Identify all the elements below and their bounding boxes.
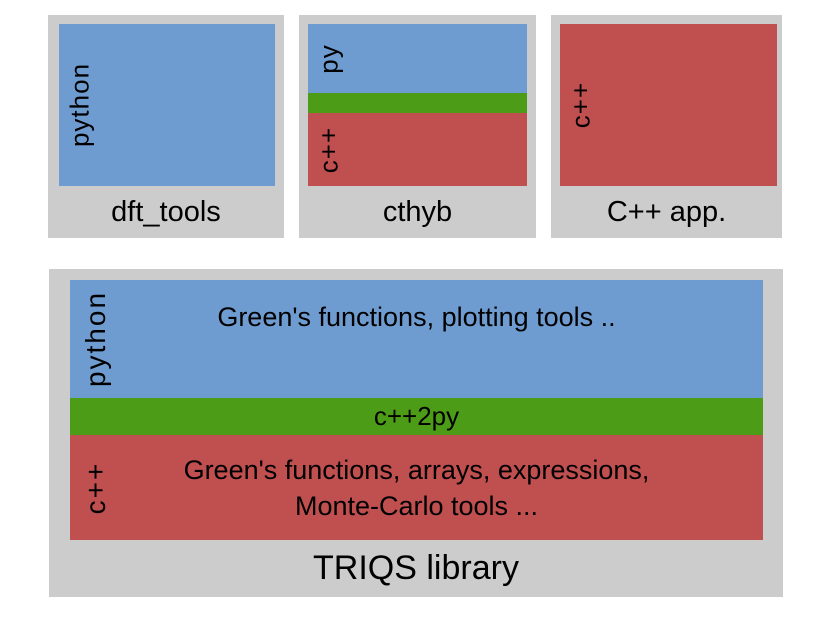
cpp-layer: c++ xyxy=(308,113,527,186)
cpp-side-label: c++ xyxy=(313,126,344,173)
app-box-cthyb-layers: py c++ xyxy=(308,24,527,186)
cpp-layer: c++ xyxy=(560,24,777,186)
python-layer: py xyxy=(308,24,527,93)
library-box-layers: python Green's functions, plotting tools… xyxy=(70,280,763,540)
cpp-layer-description-line2: Monte-Carlo tools ... xyxy=(294,490,539,521)
library-box: python Green's functions, plotting tools… xyxy=(49,269,783,597)
cpp-side-label: c++ xyxy=(565,81,596,129)
python-side-label: python xyxy=(80,290,111,388)
bridge-layer-label: c++2py xyxy=(373,401,460,431)
cpp-side-label: c++ xyxy=(80,461,111,514)
app-box-dft-tools: python dft_tools xyxy=(48,15,284,238)
library-box-label: TRIQS library xyxy=(313,549,519,587)
bridge-layer xyxy=(308,93,527,113)
python-layer: python xyxy=(59,24,275,186)
cpp-layer-description-line1: Green's functions, arrays, expressions, xyxy=(183,454,650,485)
app-box-label: dft_tools xyxy=(111,195,221,228)
app-box-cpp-app: c++ C++ app. xyxy=(551,15,782,238)
app-box-cpp-app-layers: c++ xyxy=(560,24,777,186)
app-box-label: C++ app. xyxy=(606,195,727,228)
python-side-label: python xyxy=(64,62,95,148)
python-layer-description: Green's functions, plotting tools .. xyxy=(217,302,616,332)
python-side-label: py xyxy=(313,43,344,74)
app-box-label: cthyb xyxy=(382,195,453,228)
cpp-layer: c++ Green's functions, arrays, expressio… xyxy=(70,435,763,540)
app-box-cthyb: py c++ cthyb xyxy=(299,15,536,238)
python-layer: python Green's functions, plotting tools… xyxy=(70,280,763,398)
bridge-layer: c++2py xyxy=(70,398,763,435)
app-box-dft-tools-layers: python xyxy=(59,24,275,186)
cpp-layer-description: Green's functions, arrays, expressions, … xyxy=(70,435,763,540)
